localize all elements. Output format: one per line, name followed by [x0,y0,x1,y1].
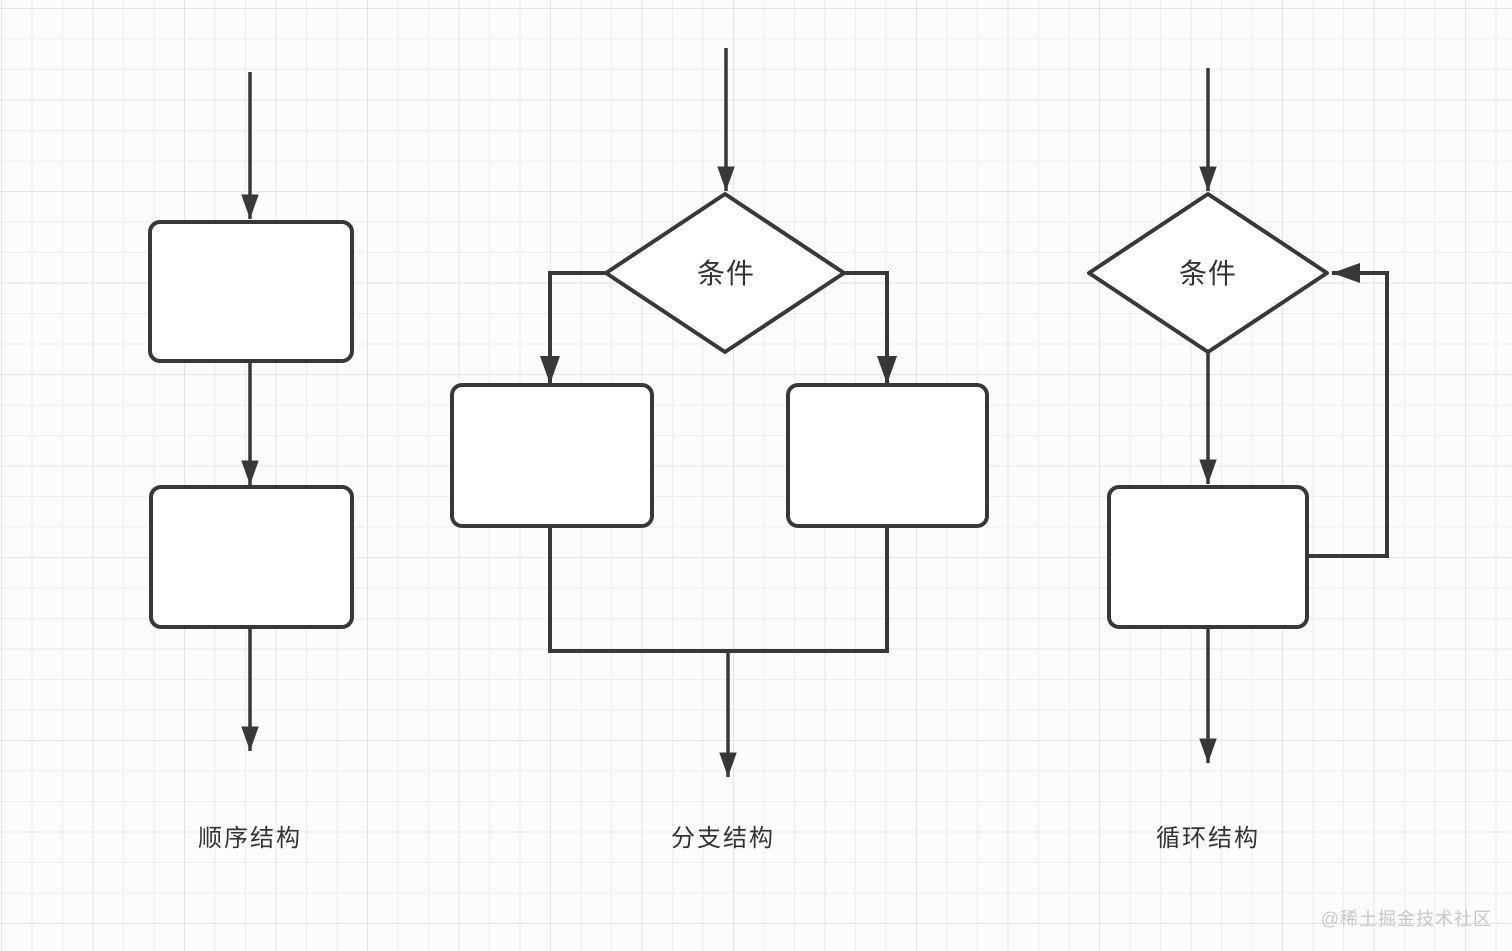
branch-right-connector [844,271,897,384]
branch-condition-diamond [604,192,846,354]
loop-back-connector [1307,263,1389,558]
branch-left-connector [540,271,606,384]
loop-process-box [1107,485,1309,629]
sequence-label: 顺序结构 [198,825,302,852]
branch-merge-connector [548,526,889,653]
branch-label: 分支结构 [671,825,775,852]
branch-process-box-left [450,383,654,528]
watermark: @稀土掘金技术社区 [1320,909,1492,929]
branch-process-box-right [786,383,989,528]
loop-label: 循环结构 [1156,825,1260,852]
sequence-process-box-2 [149,485,354,629]
loop-condition-text: 条件 [1179,258,1237,289]
sequence-process-box-1 [148,220,354,363]
branch-condition-text: 条件 [697,258,755,289]
